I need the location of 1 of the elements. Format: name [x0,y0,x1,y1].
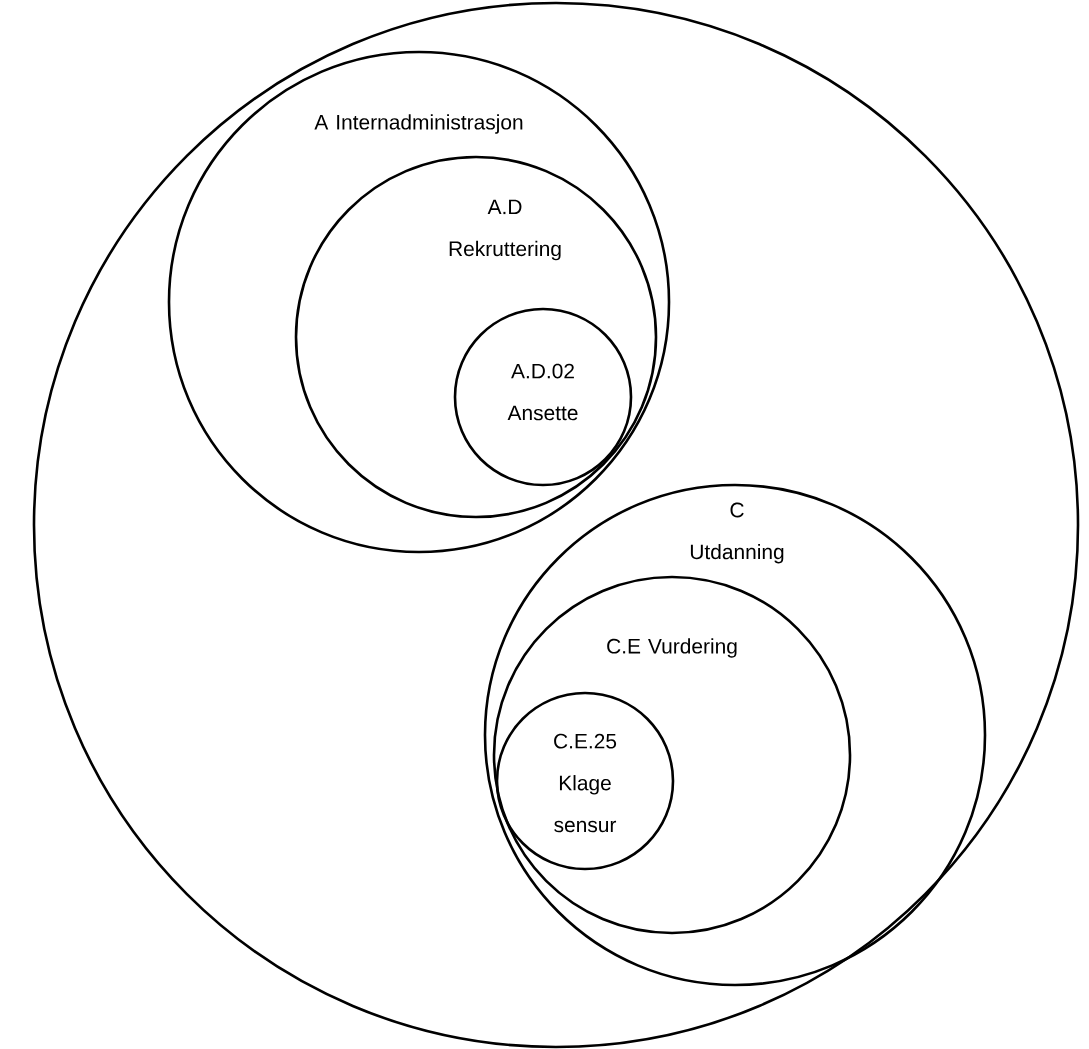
circle [32,1,1080,1049]
